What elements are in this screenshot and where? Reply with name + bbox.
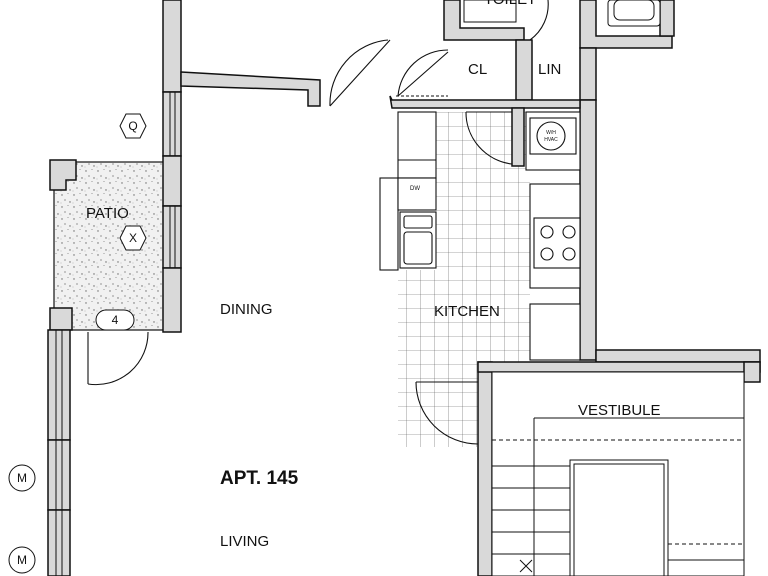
tag-q: Q: [119, 113, 147, 139]
tag-m-upper: M: [8, 464, 36, 492]
room-label-closet: CL: [468, 61, 487, 78]
apartment-number: APT. 145: [220, 468, 299, 489]
door-swings: [87, 0, 549, 445]
dishwasher-label: DW: [410, 186, 420, 192]
hvac-label-line2: HVAC: [544, 137, 558, 143]
stairs: [491, 371, 745, 576]
room-label-kitchen: KITCHEN: [434, 303, 500, 320]
hvac-unit: [525, 111, 581, 171]
room-label-linen: LIN: [538, 61, 561, 78]
room-label-living: LIVING: [220, 533, 269, 550]
room-label-patio: PATIO: [86, 205, 129, 222]
kitchen-counter: [379, 111, 437, 271]
stove-range: [529, 183, 581, 361]
tag-x: X: [119, 225, 147, 251]
room-label-dining: DINING: [220, 301, 273, 318]
tag-x-label: X: [129, 231, 137, 245]
tag-m-lower-label: M: [17, 553, 27, 567]
tag-m-upper-label: M: [17, 471, 27, 485]
toilet-fixtures: [463, 0, 661, 27]
room-label-toilet: TOILET: [484, 0, 536, 8]
tag-q-label: Q: [128, 119, 137, 133]
tag-4-label: 4: [112, 313, 119, 327]
patio-area: [53, 161, 165, 331]
hvac-label-line1: W/H: [546, 130, 556, 136]
sink: [399, 211, 437, 269]
walls: [47, 0, 761, 576]
tag-4: 4: [95, 309, 135, 331]
window-lines: [55, 92, 176, 576]
tag-m-lower: M: [8, 546, 36, 574]
room-label-vestibule: VESTIBULE: [578, 402, 661, 419]
